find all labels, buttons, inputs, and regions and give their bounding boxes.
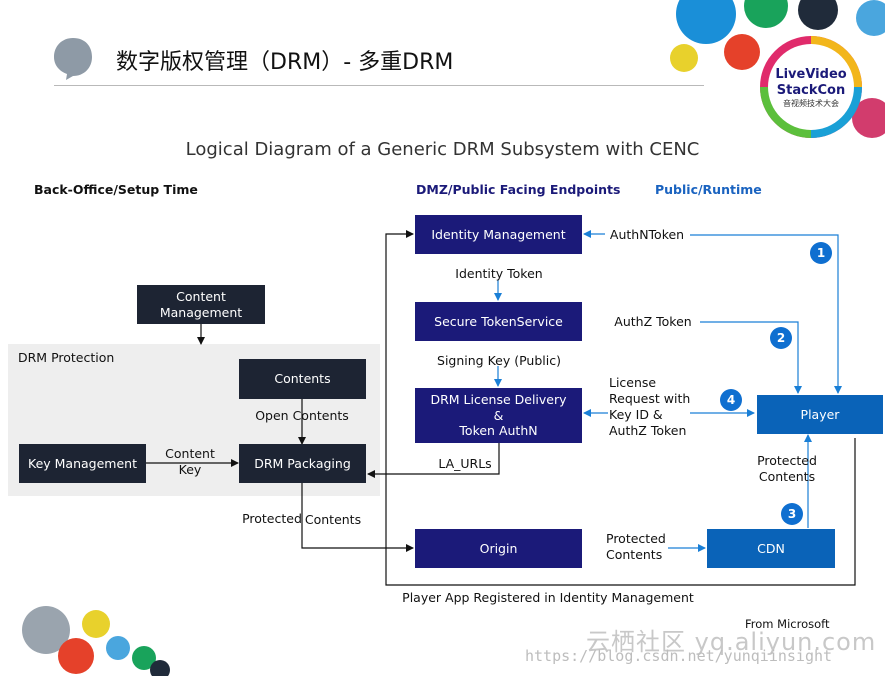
header-bubble-icon	[54, 38, 92, 80]
page-title: 数字版权管理（DRM）- 多重DRM	[116, 50, 454, 75]
header-divider	[54, 85, 704, 86]
contents-box: Contents	[239, 359, 366, 399]
watermark-url: https://blog.csdn.net/yunqiinsight	[525, 647, 833, 665]
drm-packaging-box: DRM Packaging	[239, 444, 366, 483]
step-3-badge: 3	[781, 503, 803, 525]
la-urls-label: LA_URLs	[438, 456, 492, 471]
column-backoffice: Back-Office/Setup Time	[34, 182, 198, 197]
cdn-box: CDN	[707, 529, 835, 568]
decorative-circles-top	[670, 0, 885, 138]
origin-box: Origin	[415, 529, 582, 568]
step-4-badge: 4	[720, 389, 742, 411]
livevideo-stackcon-logo: LiveVideo StackCon 音视频技术大会	[760, 36, 862, 138]
logo-line3: 音视频技术大会	[783, 98, 839, 108]
column-dmz: DMZ/Public Facing Endpoints	[416, 182, 621, 197]
open-contents-label: Open Contents	[255, 408, 349, 423]
license-delivery-box: DRM License Delivery & Token AuthN	[415, 388, 582, 443]
key-management-box: Key Management	[19, 444, 146, 483]
authn-token-label: AuthNToken	[609, 227, 685, 242]
step-1-badge: 1	[810, 242, 832, 264]
content-key-label: Content Key	[165, 446, 215, 477]
diagram-title: Logical Diagram of a Generic DRM Subsyst…	[185, 139, 700, 160]
identity-management-box: Identity Management	[415, 215, 582, 254]
player-box: Player	[757, 395, 883, 434]
license-request-label: License Request with Key ID & AuthZ Toke…	[609, 375, 691, 438]
authz-token-label: AuthZ Token	[614, 314, 692, 329]
content-management-box: Content Management	[137, 285, 265, 324]
protected-contents-label-a: Protected	[242, 511, 302, 526]
decorative-circles-bottom	[22, 606, 170, 676]
column-public: Public/Runtime	[655, 182, 762, 197]
credit-label: From Microsoft	[745, 617, 830, 631]
step-2-badge: 2	[770, 327, 792, 349]
protected-contents-label-b: Contents	[304, 512, 362, 527]
protected-contents-cdn-label: Protected Contents	[757, 453, 817, 484]
protected-contents-origin-label: Protected Contents	[606, 531, 666, 562]
secure-token-service-box: Secure TokenService	[415, 302, 582, 341]
drm-protection-label: DRM Protection	[18, 350, 115, 365]
signing-key-label: Signing Key (Public)	[437, 353, 561, 368]
player-app-registered-label: Player App Registered in Identity Manage…	[402, 590, 694, 605]
watermark-brand: 云栖社区 yq.aliyun.com	[586, 628, 877, 656]
logo-line1: LiveVideo	[775, 67, 846, 82]
logo-line2: StackCon	[777, 83, 845, 98]
identity-token-label: Identity Token	[455, 266, 543, 281]
